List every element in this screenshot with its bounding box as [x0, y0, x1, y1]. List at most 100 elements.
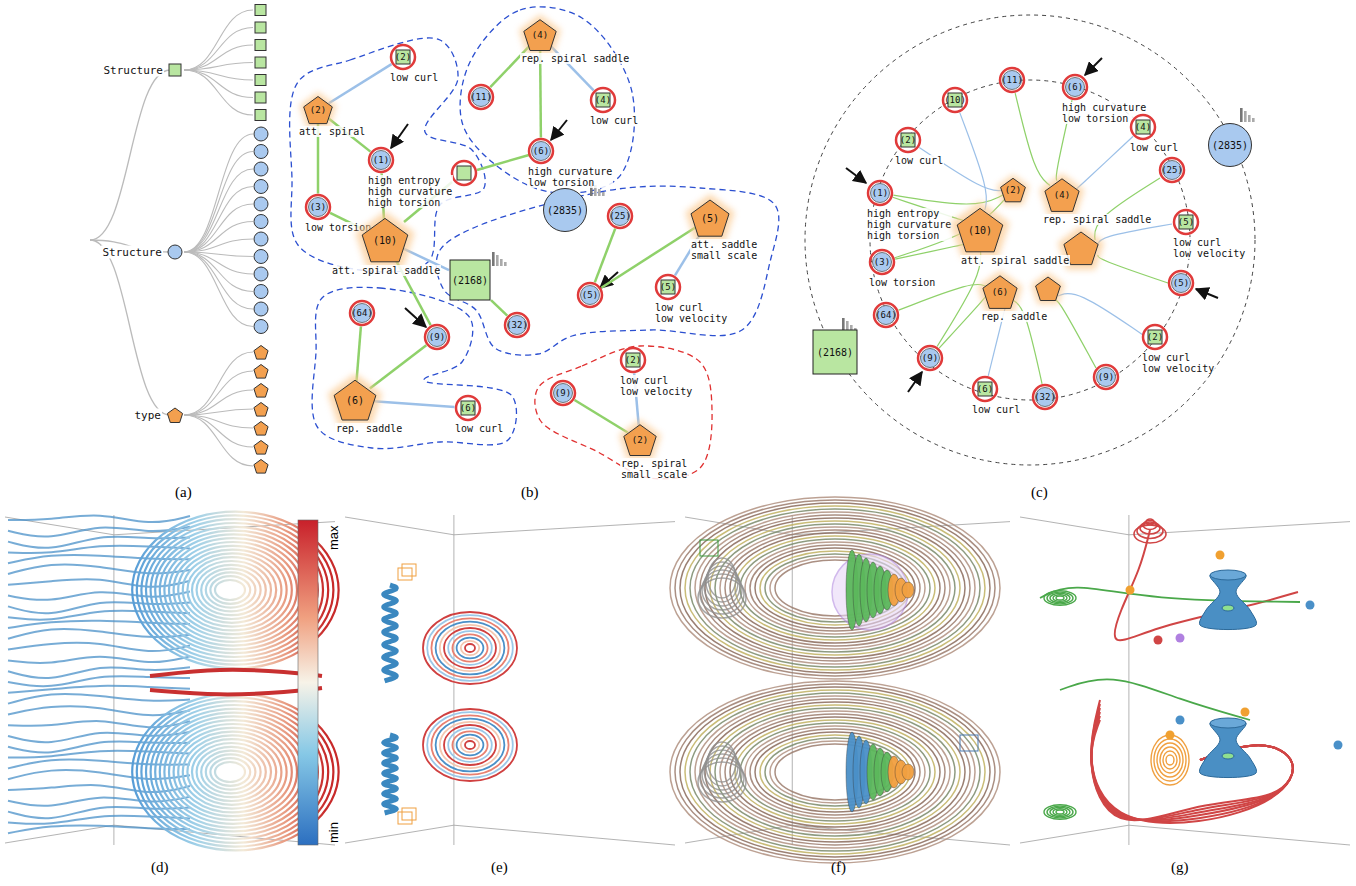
critical-point-node: (4)rep. spiral saddle [523, 18, 557, 52]
illustration-shape [1050, 593, 1070, 602]
count-label: (5) [1167, 269, 1195, 297]
feature-label: rep. spiral small scale [620, 458, 688, 480]
relation-connector [357, 326, 361, 381]
feature-label: rep. saddle [335, 423, 403, 434]
illustration-shape [174, 546, 292, 634]
critical-point-node: (2)rep. spiral small scale [623, 423, 657, 457]
illustration-shape [146, 705, 323, 839]
illustration-shape [902, 764, 914, 780]
illustration-shape [151, 709, 318, 835]
tree-square-glyph: Structure [168, 63, 182, 77]
feature-label: low curl [971, 404, 1021, 415]
illustration-shape [197, 747, 266, 797]
seed-sphere [1176, 634, 1185, 643]
illustration-line [846, 168, 866, 183]
illustration-shape [760, 735, 910, 809]
tree-branch [184, 10, 253, 70]
count-label: (6) [971, 375, 999, 403]
illustration-shape [1053, 595, 1067, 602]
tree-branch [184, 152, 253, 253]
histogram-icon [492, 252, 495, 266]
leaf-glyph [254, 403, 268, 417]
illustration-shape [902, 582, 914, 598]
illustration-line [5, 825, 114, 843]
illustration-curve [8, 656, 190, 663]
illustration-shape [1154, 739, 1186, 781]
illustration-shape [1056, 810, 1064, 814]
illustration-shape [465, 644, 475, 652]
illustration-shape [700, 515, 970, 661]
streamline-cluster-node: (9) [1092, 363, 1120, 391]
tree-branch [184, 409, 253, 415]
illustration-shape [675, 684, 995, 860]
count-label: (10) [956, 206, 1004, 254]
count-label: (1) [367, 146, 395, 174]
illustration-line [454, 522, 675, 535]
streamline-cluster-node: (1)high entropy high curvature high tors… [367, 146, 395, 174]
leaf-glyph [255, 40, 266, 51]
seed-sphere [1334, 741, 1343, 750]
illustration-shape [155, 713, 312, 832]
tree-heading: Structure [102, 64, 164, 77]
relation-connector [1015, 93, 1050, 185]
streamline-cluster-node: (64) [348, 299, 376, 327]
illustration-shape [210, 758, 250, 786]
illustration-line [391, 124, 408, 148]
leaf-glyph [254, 384, 268, 398]
seed-sphere [1241, 708, 1250, 717]
illustration-shape [725, 530, 945, 646]
illustration-curve [8, 592, 190, 600]
streamline-cluster-node: (64) [872, 301, 900, 329]
tree-branch [184, 63, 253, 71]
illustration-shape [670, 681, 1000, 863]
illustration-shape [765, 738, 905, 806]
feature-label: rep. spiral saddle [1042, 214, 1152, 225]
illustration-curve [1091, 708, 1292, 820]
count-label: (2) [1141, 323, 1169, 351]
count-label: (6) [1061, 73, 1089, 101]
critical-point-glyph [1036, 277, 1061, 301]
illustration-shape [735, 536, 935, 640]
count-label: (32) [503, 311, 531, 339]
illustration-shape [164, 538, 302, 642]
feature-label: rep. saddle [980, 311, 1048, 322]
illustration-shape [423, 709, 517, 781]
illustration-shape [431, 715, 508, 774]
illustration-shape [750, 729, 920, 815]
surface-cluster-node: (2)low curl [894, 126, 922, 154]
illustration-shape [1044, 805, 1076, 819]
seed-sphere [1166, 731, 1175, 740]
surface-glyph [457, 166, 471, 180]
count-label: (25) [1158, 156, 1186, 184]
count-label: (4) [523, 18, 557, 52]
illustration-shape [705, 518, 965, 658]
illustration-shape [1160, 747, 1180, 773]
illustration-shape [431, 618, 508, 677]
feature-label: att. spiral saddle [331, 265, 441, 276]
illustration-curve [8, 579, 190, 586]
illustration-curve [8, 706, 190, 715]
group-outline [436, 186, 779, 355]
count-label: (6) [454, 394, 482, 422]
illustration-shape [210, 576, 250, 604]
count-label: (11) [467, 83, 495, 111]
count-label: (2168) [449, 259, 491, 301]
count-label: (2) [389, 43, 417, 71]
illustration-shape [690, 693, 980, 851]
streamline-cluster-node: (9) [916, 344, 944, 372]
surface-cluster-node: (2)low curl [389, 43, 417, 71]
surface-cluster-node: (5)low curl low velocity [654, 273, 682, 301]
leaf-glyph [255, 110, 266, 121]
streamline-cluster-node: (32) [1031, 383, 1059, 411]
illustration-curve [8, 770, 190, 779]
leaf-glyph [254, 197, 268, 211]
illustration-line [345, 517, 454, 535]
histogram-icon [1244, 111, 1247, 122]
illustration-shape [201, 751, 260, 794]
critical-point-node: (10)att. spiral saddle [956, 206, 1004, 254]
count-label: (25) [606, 202, 634, 230]
surface-cluster-node: (2)low curl low velocity [619, 346, 647, 374]
count-label: (5) [1172, 208, 1200, 236]
illustration-shape [700, 574, 744, 614]
panel-caption: (e) [491, 859, 508, 876]
